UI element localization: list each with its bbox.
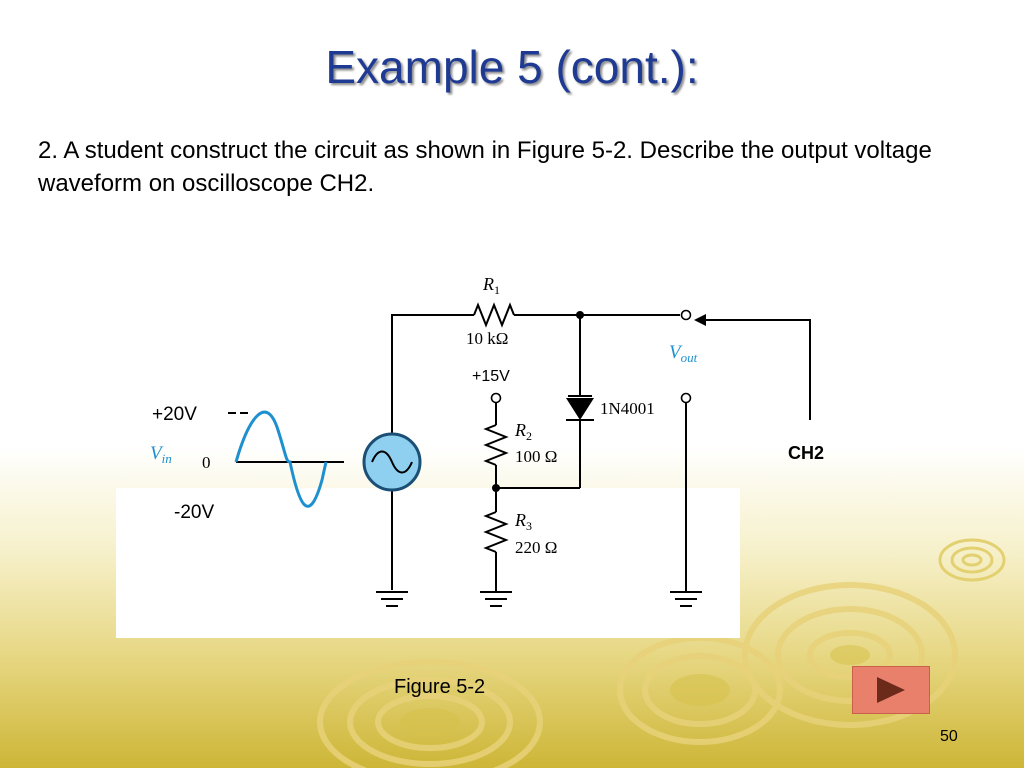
r2-label: R2 bbox=[514, 420, 532, 443]
sine-waveform bbox=[234, 410, 328, 508]
page-number: 50 bbox=[940, 728, 958, 745]
vout-label: Vout bbox=[669, 342, 698, 365]
ground-symbols bbox=[376, 591, 702, 607]
r2-resistor bbox=[483, 424, 509, 466]
ch2-label: CH2 bbox=[788, 443, 824, 463]
vin-peak-neg: -20V bbox=[174, 502, 214, 523]
vin-label: Vin bbox=[150, 443, 172, 466]
r1-value: 10 kΩ bbox=[466, 329, 508, 348]
play-triangle-icon bbox=[877, 677, 905, 703]
diode-1n4001 bbox=[566, 398, 594, 420]
concentric-rings-icon bbox=[938, 538, 1006, 582]
vin-zero-label: 0 bbox=[202, 453, 211, 472]
figure-background bbox=[116, 488, 740, 638]
vin-peak-pos: +20V bbox=[152, 404, 197, 425]
slide-title: Example 5 (cont.): bbox=[325, 41, 699, 93]
r2-value: 100 Ω bbox=[515, 447, 557, 466]
supply-label: +15V bbox=[472, 368, 510, 385]
r1-resistor bbox=[473, 302, 515, 328]
r3-value: 220 Ω bbox=[515, 538, 557, 557]
next-slide-button[interactable] bbox=[852, 666, 930, 714]
figure-caption: Figure 5-2 bbox=[394, 676, 486, 698]
r3-resistor bbox=[483, 511, 509, 553]
question-text: 2. A student construct the circuit as sh… bbox=[38, 137, 932, 197]
r3-label: R3 bbox=[514, 510, 532, 533]
diode-label: 1N4001 bbox=[600, 399, 655, 418]
ac-source-icon bbox=[362, 432, 422, 492]
r1-label: R1 bbox=[482, 274, 500, 297]
